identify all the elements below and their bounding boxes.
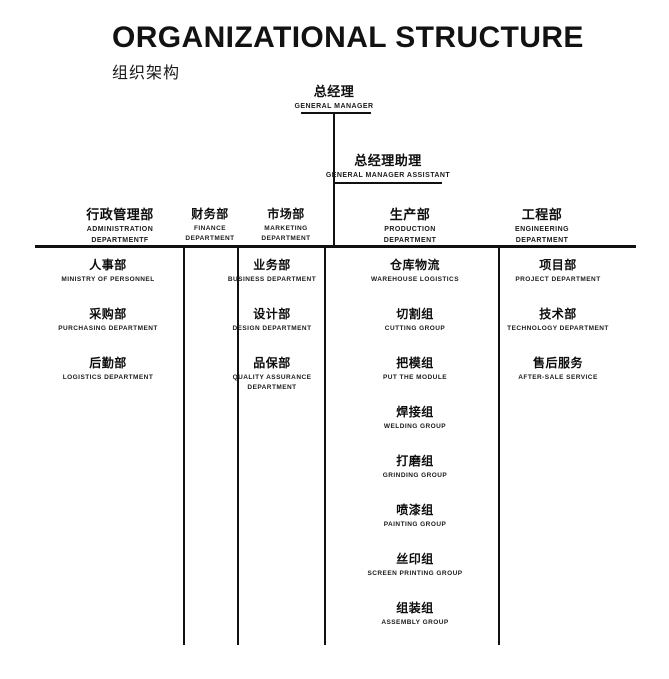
node-label-en: PUT THE MODULE: [382, 374, 448, 381]
node-label-cn: 仓库物流: [389, 258, 440, 272]
list-item-after-sale-service: 售后服务 AFTER-SALE SERVICE: [483, 356, 633, 383]
list-item-put-the-module: 把模组 PUT THE MODULE: [340, 356, 490, 383]
node-label-cn: 项目部: [539, 258, 577, 272]
node-label-cn: 组装组: [396, 601, 434, 615]
node-label-cn: 技术部: [539, 307, 577, 321]
node-label-cn: 财务部: [191, 207, 229, 221]
list-item-project-department: 项目部 PROJECT DEPARTMENT: [483, 258, 633, 285]
list-item-cutting-group: 切割组 CUTTING GROUP: [340, 307, 490, 334]
node-label-cn: 工程部: [521, 207, 563, 222]
node-label-en: PROJECT DEPARTMENT: [515, 276, 601, 283]
page-subtitle: 组织架构: [112, 64, 181, 82]
node-label-cn: 生产部: [389, 207, 431, 222]
node-label-cn: 喷漆组: [396, 503, 434, 517]
general-manager-underline: [301, 112, 371, 114]
department-divider-rule: [35, 245, 636, 248]
node-label-cn: 打磨组: [396, 454, 434, 468]
node-label-cn: 总经理助理: [354, 153, 422, 168]
node-label-en: AFTER-SALE SERVICE: [518, 374, 598, 381]
node-label-en: TECHNOLOGY DEPARTMENT: [507, 325, 609, 332]
node-label-en: WAREHOUSE LOGISTICS: [370, 276, 459, 283]
list-item-painting-group: 喷漆组 PAINTING GROUP: [340, 503, 490, 530]
node-label-en: WELDING GROUP: [383, 423, 447, 430]
node-label-en: PURCHASING DEPARTMENT: [58, 325, 158, 332]
node-label-en: ASSEMBLY GROUP: [381, 619, 449, 626]
list-item-personnel: 人事部 MINISTRY OF PERSONNEL: [48, 258, 168, 285]
node-label-cn: 品保部: [253, 356, 291, 370]
node-label-cn: 采购部: [89, 307, 127, 321]
list-item-logistics: 后勤部 LOGISTICS DEPARTMENT: [48, 356, 168, 383]
column-divider-3: [324, 247, 327, 645]
node-general-manager: 总经理 GENERAL MANAGER: [264, 84, 404, 113]
node-label-en: GENERAL MANAGER: [294, 103, 374, 111]
list-item-warehouse-logistics: 仓库物流 WAREHOUSE LOGISTICS: [340, 258, 490, 285]
page-title: ORGANIZATIONAL STRUCTURE: [112, 21, 584, 54]
node-label-cn: 后勤部: [89, 356, 127, 370]
node-label-en: GRINDING GROUP: [382, 472, 448, 479]
node-label-en: SCREEN PRINTING GROUP: [367, 570, 463, 577]
list-item-business: 业务部 BUSINESS DEPARTMENT: [222, 258, 322, 285]
node-label-cn: 售后服务: [532, 356, 583, 370]
node-label-en: LOGISTICS DEPARTMENT: [62, 374, 154, 381]
list-item-assembly-group: 组装组 ASSEMBLY GROUP: [340, 601, 490, 628]
general-manager-assistant-underline: [334, 182, 442, 184]
connector-gm-to-assistant: [333, 112, 335, 182]
list-item-technology-department: 技术部 TECHNOLOGY DEPARTMENT: [483, 307, 633, 334]
node-label-cn: 把模组: [396, 356, 434, 370]
node-label-cn: 总经理: [313, 84, 355, 99]
chart-header: ORGANIZATIONAL STRUCTURE 组织架构: [112, 22, 632, 83]
node-label-cn: 业务部: [253, 258, 291, 272]
column-divider-2: [237, 247, 239, 645]
node-label-cn: 设计部: [253, 307, 291, 321]
column-divider-1: [183, 247, 185, 645]
list-item-grinding-group: 打磨组 GRINDING GROUP: [340, 454, 490, 481]
node-label-en: PAINTING GROUP: [383, 521, 447, 528]
node-general-manager-assistant: 总经理助理 GENERAL MANAGER ASSISTANT: [318, 153, 458, 182]
node-label-cn: 市场部: [267, 207, 305, 221]
node-label-en: BUSINESS DEPARTMENT: [227, 276, 317, 283]
node-label-cn: 行政管理部: [86, 207, 154, 222]
connector-assistant-to-departments: [333, 182, 335, 246]
node-label-en: MINISTRY OF PERSONNEL: [61, 276, 155, 283]
node-label-en: DESIGN DEPARTMENT: [232, 325, 312, 332]
column-divider-4: [498, 247, 500, 645]
list-item-purchasing: 采购部 PURCHASING DEPARTMENT: [48, 307, 168, 334]
list-item-design: 设计部 DESIGN DEPARTMENT: [222, 307, 322, 334]
node-label-en: GENERAL MANAGER ASSISTANT: [325, 172, 451, 180]
list-item-welding-group: 焊接组 WELDING GROUP: [340, 405, 490, 432]
node-label-cn: 切割组: [396, 307, 434, 321]
node-label-en: CUTTING GROUP: [384, 325, 446, 332]
node-label-cn: 丝印组: [396, 552, 434, 566]
node-label-cn: 焊接组: [396, 405, 434, 419]
node-label-cn: 人事部: [89, 258, 127, 272]
list-item-screen-printing-group: 丝印组 SCREEN PRINTING GROUP: [340, 552, 490, 579]
